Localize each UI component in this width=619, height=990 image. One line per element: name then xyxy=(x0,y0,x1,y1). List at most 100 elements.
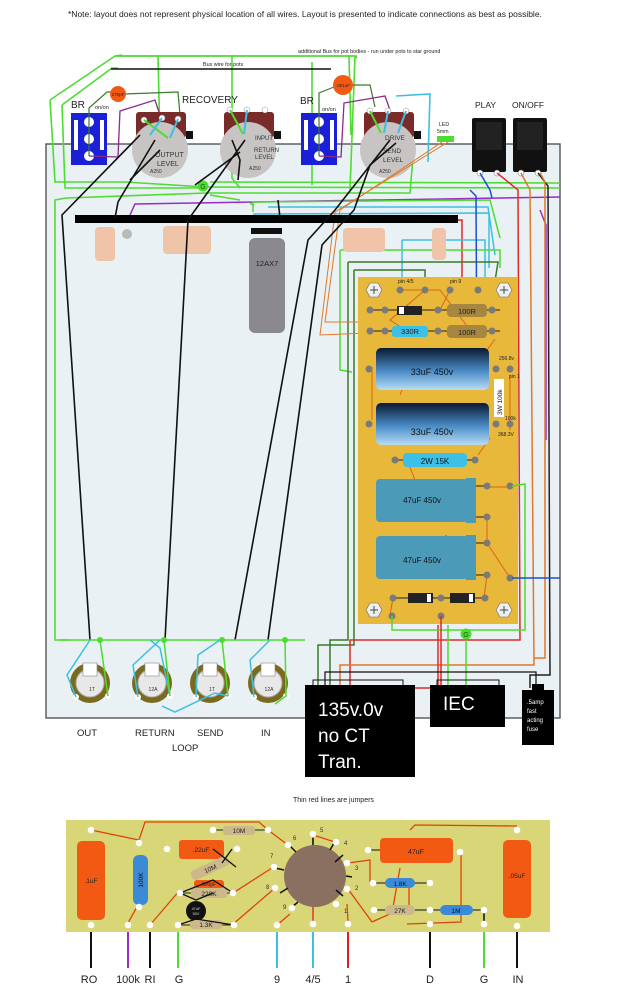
socket-pin-9: 9 xyxy=(283,905,287,911)
wire-label-1: 1 xyxy=(345,974,351,986)
svg-text:1T: 1T xyxy=(209,687,215,693)
svg-text:LEVEL: LEVEL xyxy=(157,161,179,168)
cap-001uf: .001uF xyxy=(318,75,376,156)
wire-label-g1: G xyxy=(175,974,184,986)
effect-board-wires xyxy=(90,932,518,968)
jack-return[interactable]: 12A xyxy=(132,662,173,703)
svg-text:no CT: no CT xyxy=(318,726,370,747)
svg-text:fuse: fuse xyxy=(527,727,539,733)
svg-text:.5amp: .5amp xyxy=(527,700,544,706)
socket-pin-6: 6 xyxy=(293,836,297,842)
svg-text:270pF: 270pF xyxy=(112,92,125,97)
svg-text:OUTPUT: OUTPUT xyxy=(155,152,185,159)
resistor-100k: 100K xyxy=(138,872,145,888)
wire-label-ro: RO xyxy=(81,974,98,986)
jack-label-out: OUT xyxy=(77,728,97,739)
jack-label-return: RETURN xyxy=(135,728,175,739)
tube-socket xyxy=(284,845,346,907)
jack-label-in: IN xyxy=(261,728,271,739)
cap-022uf: .22uF xyxy=(193,847,210,854)
resistor-3w-100k: 3W 100k xyxy=(497,389,504,415)
ground-bus-bar xyxy=(75,215,458,223)
filter-cap-47uf-1: 47uF 450v xyxy=(403,496,441,505)
led-5mm: LED 5mm xyxy=(437,122,454,142)
switch-type-1: on/on xyxy=(95,105,109,111)
play-footswitch[interactable]: PLAY xyxy=(472,100,506,177)
loop-label: LOOP xyxy=(172,743,198,754)
svg-text:A250: A250 xyxy=(379,169,391,175)
resistor-18k: 1.8K xyxy=(393,881,407,888)
resistor-13k: 1.3K xyxy=(199,922,213,929)
svg-text:5mm: 5mm xyxy=(437,129,449,135)
voltage-100k-note: 100k xyxy=(505,416,516,422)
filter-cap-33uf-2: 33uF 450v xyxy=(411,427,454,437)
resistor-100r-1: 100R xyxy=(458,307,477,316)
jack-out[interactable]: 1T xyxy=(70,662,111,703)
resistor-1m: 1M xyxy=(451,908,460,915)
bus-wire-label: Bus wire for pots xyxy=(203,62,243,68)
svg-text:IEC: IEC xyxy=(443,694,475,715)
filter-cap-47uf-2: 47uF 450v xyxy=(403,556,441,565)
component-ghost-5 xyxy=(432,228,446,260)
layout-note: *Note: layout does not represent physica… xyxy=(68,9,542,19)
resistor-27k: 27K xyxy=(394,908,406,915)
svg-text:PLAY: PLAY xyxy=(475,100,496,110)
resistor-10m-top: 10M xyxy=(233,828,246,835)
svg-text:A250: A250 xyxy=(150,169,162,175)
socket-pin-7: 7 xyxy=(270,854,274,860)
socket-pin-4: 4 xyxy=(344,841,348,847)
voltage-256: 256.8v xyxy=(499,356,515,362)
filter-cap-33uf-1: 33uF 450v xyxy=(411,367,454,377)
tube-12ax7: 12AX7 xyxy=(249,228,285,333)
wire-label-ri: RI xyxy=(145,974,156,986)
pin-45-label: pin 4/5 xyxy=(398,279,414,285)
br-label-2: BR xyxy=(300,96,314,107)
svg-text:1T: 1T xyxy=(89,687,95,693)
fuse-holder: .5amp fast acting fuse xyxy=(522,684,554,745)
wire-label-d: D xyxy=(426,974,434,986)
cap-270pf: 270pF xyxy=(88,86,181,156)
svg-text:RETURN: RETURN xyxy=(254,148,279,154)
cap-01uf: .1uF xyxy=(84,878,97,885)
iec-inlet: IEC xyxy=(430,679,505,727)
wire-label-9: 9 xyxy=(274,974,280,986)
wire-label-100k: 100k xyxy=(116,974,140,986)
socket-pin-5: 5 xyxy=(320,828,324,834)
recovery-label: RECOVERY xyxy=(182,95,238,106)
svg-text:LED: LED xyxy=(439,122,449,128)
resistor-2w-15k: 2W 15K xyxy=(421,457,450,466)
additional-bus-label: additional Bus for pot bodies - run unde… xyxy=(298,49,440,55)
socket-pin-1: 1 xyxy=(344,909,348,915)
svg-text:INPUT: INPUT xyxy=(255,136,273,142)
resistor-330r: 330R xyxy=(401,327,420,336)
component-ghost-2 xyxy=(122,229,132,239)
voltage-368: 368.3V xyxy=(498,432,515,438)
jack-cyan-wires xyxy=(66,639,271,713)
svg-text:G: G xyxy=(200,184,205,191)
svg-text:50V: 50V xyxy=(193,912,200,916)
svg-text:LEVEL: LEVEL xyxy=(255,155,274,161)
jack-in[interactable]: 12A xyxy=(248,662,289,703)
pin-9-label: pin 9 xyxy=(450,279,461,285)
component-ghost-4 xyxy=(343,228,385,252)
br-label-1: BR xyxy=(71,100,85,111)
bright-switch-1[interactable]: BR on/on xyxy=(71,100,109,165)
svg-text:Tran.: Tran. xyxy=(318,752,362,773)
socket-pin-2: 2 xyxy=(355,886,359,892)
onoff-footswitch[interactable]: ON/OFF xyxy=(512,100,547,177)
svg-text:DRIVE: DRIVE xyxy=(385,135,406,142)
jumper-note: Thin red lines are jumpers xyxy=(293,797,374,804)
svg-text:G: G xyxy=(463,632,468,639)
return-level-pot[interactable]: INPUT RETURN LEVEL A250 xyxy=(220,106,281,178)
wire-label-g2: G xyxy=(480,974,489,986)
signal-wires xyxy=(129,141,561,689)
cap-005uf: .05uF xyxy=(509,873,526,880)
svg-text:.001uF: .001uF xyxy=(336,83,350,88)
effect-loop-board: .1uF 100K .22uF 10M 10M 500pF 220K 47uF … xyxy=(66,820,550,932)
svg-text:fast: fast xyxy=(527,709,537,715)
cap-47uf-small: 47uF xyxy=(192,907,201,911)
svg-text:SEND: SEND xyxy=(383,148,401,155)
svg-text:12A: 12A xyxy=(149,687,159,693)
svg-text:12AX7: 12AX7 xyxy=(256,259,279,268)
